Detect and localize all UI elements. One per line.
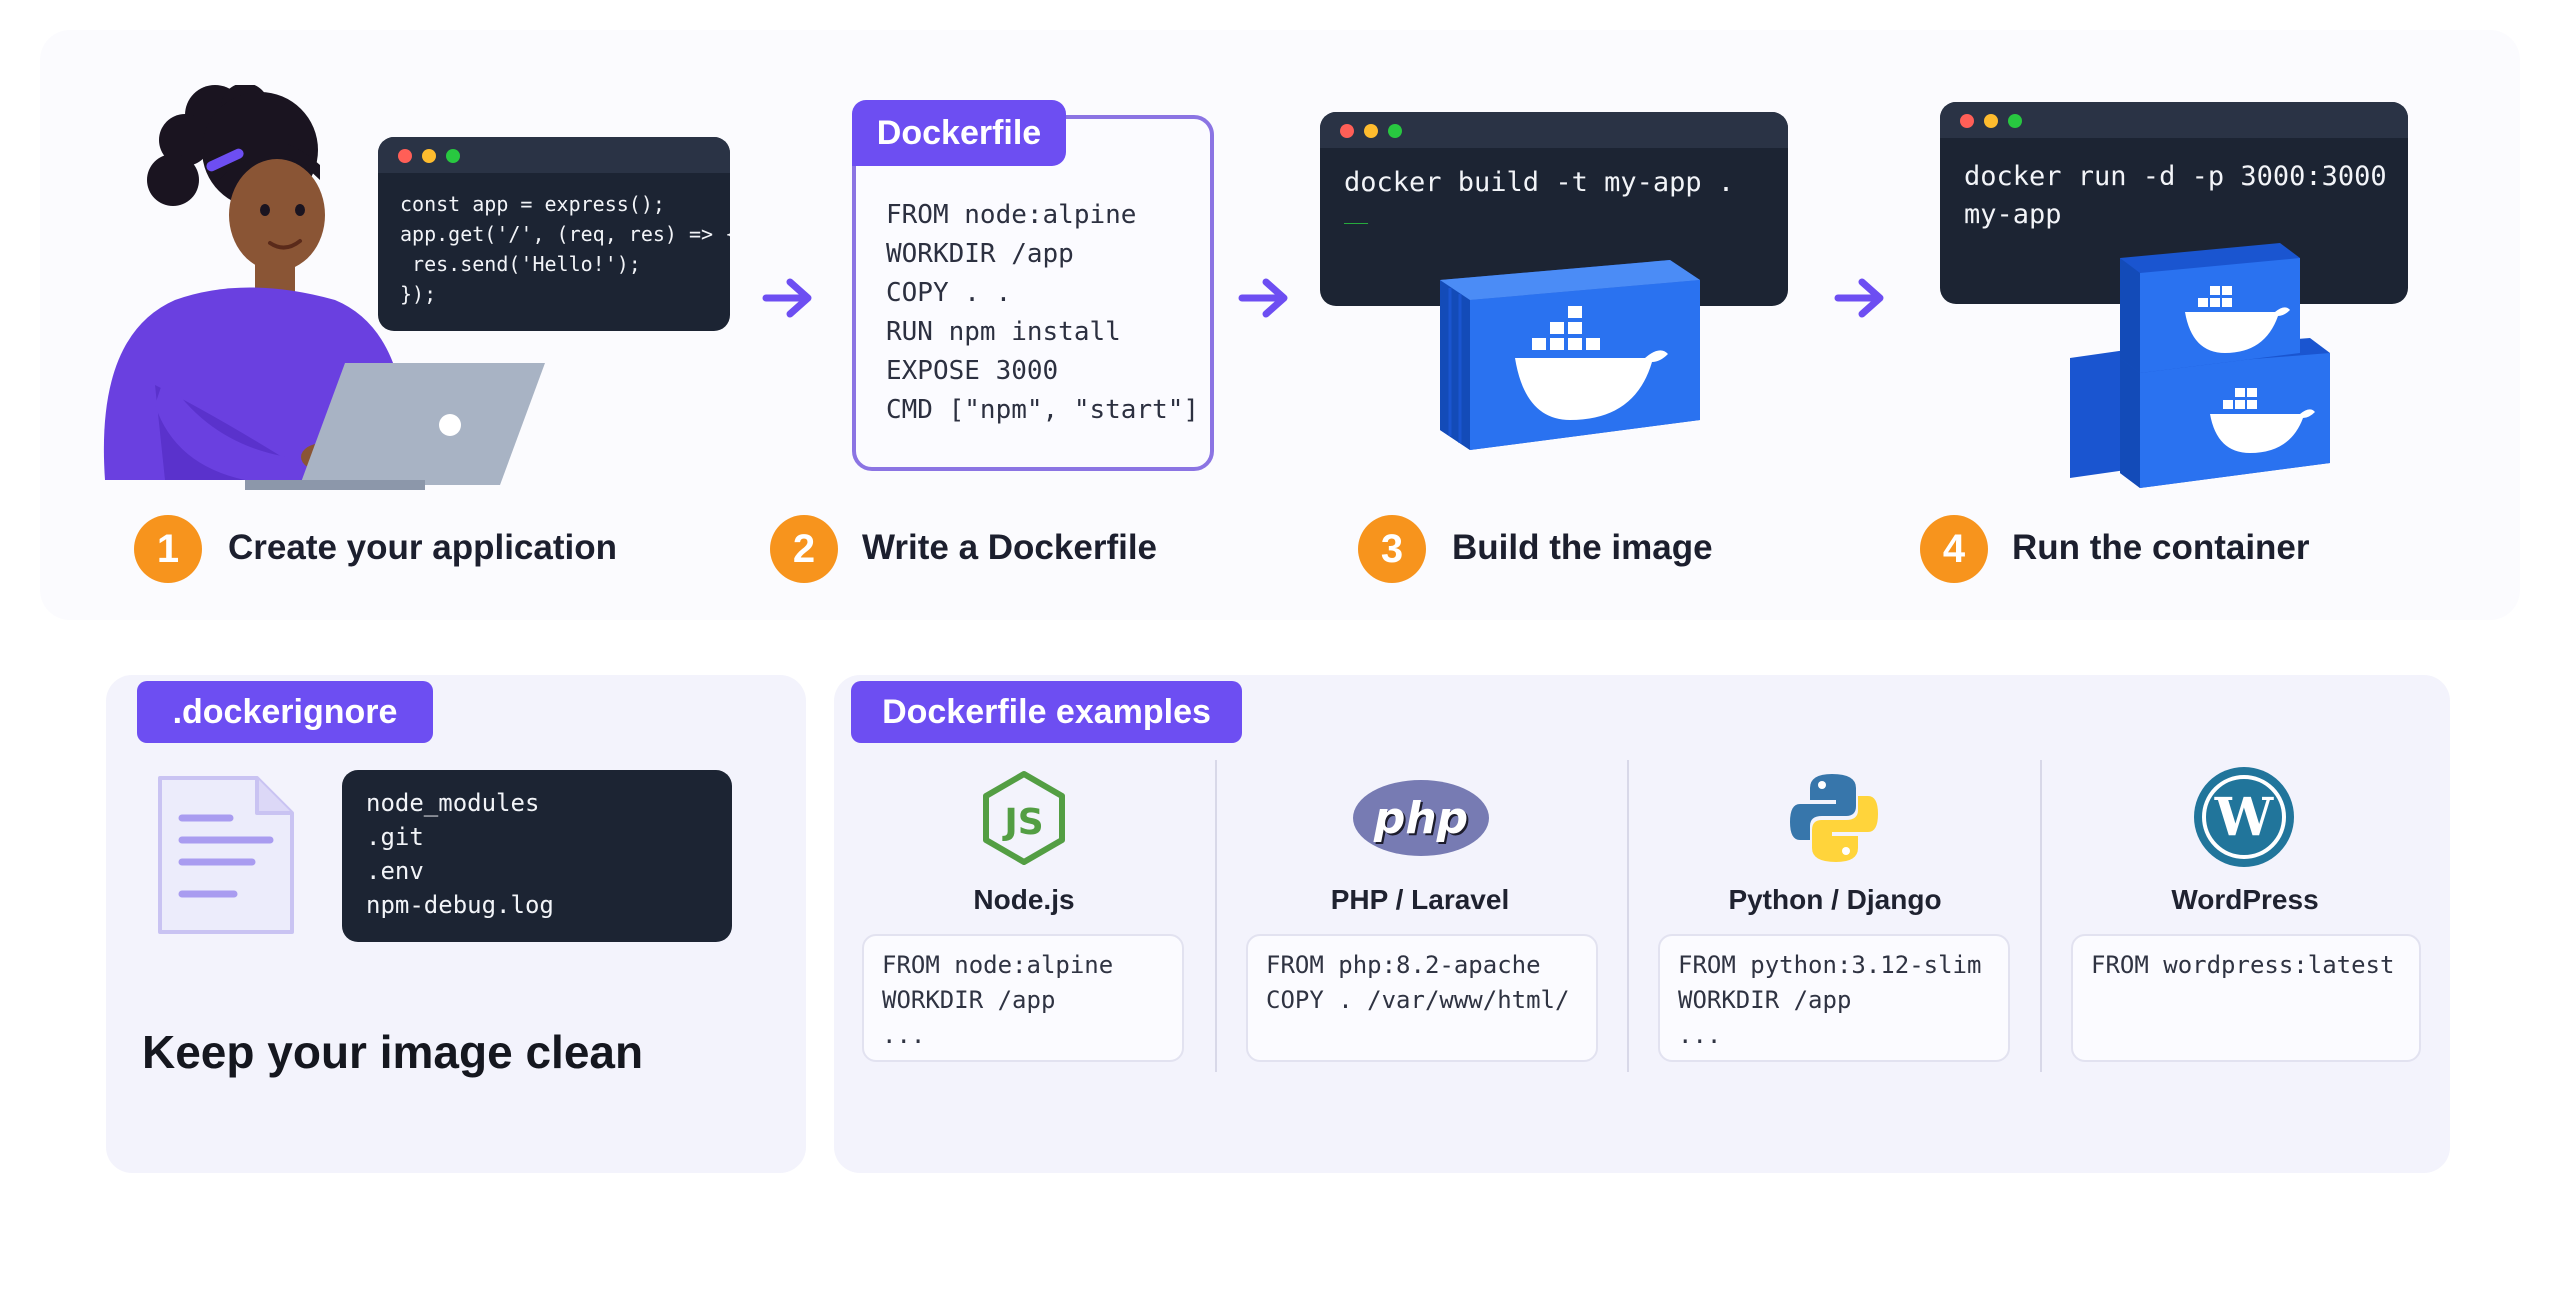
dockerfile-code: FROM node:alpine WORKDIR /app COPY . . R…: [886, 196, 1199, 430]
code-line: RUN npm install: [886, 317, 1121, 347]
code-line: CMD ["npm", "start"]: [886, 395, 1200, 425]
step-label: Write a Dockerfile: [862, 528, 1158, 567]
minimize-dot: [1364, 124, 1378, 138]
code-line: WORKDIR /app: [1678, 986, 1852, 1014]
example-code-box: FROM node:alpine WORKDIR /app ...: [862, 934, 1184, 1062]
code-line: COPY . .: [886, 278, 1012, 308]
dockerfile-tab: Dockerfile: [852, 100, 1066, 166]
code-line: EXPOSE 3000: [886, 356, 1059, 386]
minimize-dot: [1984, 114, 1998, 128]
step-badge: 3: [1358, 515, 1426, 583]
column-divider: [1215, 760, 1217, 1072]
ignore-entry: .git: [366, 823, 424, 851]
maximize-dot: [2008, 114, 2022, 128]
wordpress-logo-text: W: [2214, 786, 2274, 848]
code-line: app.get('/', (req, res) => {: [400, 222, 730, 246]
code-line: COPY . /var/www/html/: [1266, 986, 1570, 1014]
code-line: FROM python:3.12-slim: [1678, 951, 1982, 979]
close-dot: [1340, 124, 1354, 138]
ignore-entry: npm-debug.log: [366, 891, 554, 919]
example-code-box: FROM php:8.2-apache COPY . /var/www/html…: [1246, 934, 1598, 1062]
svg-text:JS: JS: [1001, 802, 1043, 843]
step-label: Build the image: [1452, 528, 1713, 567]
arrow-right-icon: [1238, 278, 1288, 318]
code-line: res.send('Hello!');: [400, 252, 641, 276]
code-line: my-app: [1964, 199, 2062, 230]
example-name: PHP / Laravel: [1330, 884, 1510, 915]
column-divider: [1627, 760, 1629, 1072]
run-command: docker run -d -p 3000:3000 my-app: [1940, 138, 2408, 234]
step-badge: 1: [134, 515, 202, 583]
docker-container-icon: [1440, 260, 1700, 450]
python-logo-icon: [1790, 774, 1878, 862]
column-divider: [2040, 760, 2042, 1072]
wordpress-logo-icon: W: [2194, 767, 2294, 867]
app-code: const app = express(); app.get('/', (req…: [378, 173, 730, 309]
step-badge: 2: [770, 515, 838, 583]
ignore-entry: .env: [366, 857, 424, 885]
example-name: WordPress: [2171, 884, 2319, 915]
step-label: Run the container: [2012, 528, 2310, 567]
dockerignore-entries: node_modules .git .env npm-debug.log: [342, 770, 732, 942]
code-line: const app = express();: [400, 192, 665, 216]
app-code-window: const app = express(); app.get('/', (req…: [378, 137, 730, 331]
close-dot: [398, 149, 412, 163]
code-line: WORKDIR /app: [886, 239, 1074, 269]
window-titlebar: [1320, 112, 1788, 148]
running-containers-icon: [2070, 243, 2330, 488]
examples-panel: [834, 675, 2450, 1173]
dockerignore-tag: .dockerignore: [137, 681, 433, 743]
php-logo-icon: php: [1353, 780, 1489, 856]
example-name: Node.js: [973, 884, 1075, 915]
code-line: docker run -d -p 3000:3000: [1964, 161, 2387, 192]
build-command: docker build -t my-app . __: [1320, 148, 1788, 222]
maximize-dot: [446, 149, 460, 163]
developer-illustration: [103, 85, 545, 490]
step-label: Create your application: [228, 528, 617, 567]
window-titlebar: [1940, 102, 2408, 138]
example-code-box: FROM python:3.12-slim WORKDIR /app ...: [1658, 934, 2010, 1062]
window-titlebar: [378, 137, 730, 173]
file-document-icon: [158, 776, 294, 934]
code-line: });: [400, 282, 437, 306]
minimize-dot: [422, 149, 436, 163]
step-badge: 4: [1920, 515, 1988, 583]
example-name: Python / Django: [1728, 884, 1942, 915]
code-line: FROM node:alpine: [882, 951, 1114, 979]
ignore-entry: node_modules: [366, 789, 540, 817]
arrow-right-icon: [762, 278, 812, 318]
code-line: FROM wordpress:latest: [2091, 951, 2395, 979]
maximize-dot: [1388, 124, 1402, 138]
terminal-cursor: __: [1344, 200, 1369, 224]
dockerignore-caption: Keep your image clean: [142, 1026, 644, 1078]
example-code-box: FROM wordpress:latest: [2071, 934, 2421, 1062]
close-dot: [1960, 114, 1974, 128]
code-line: FROM php:8.2-apache: [1266, 951, 1541, 979]
nodejs-logo-icon: JS: [983, 771, 1065, 865]
code-line: ...: [882, 1021, 926, 1049]
examples-tag: Dockerfile examples: [851, 681, 1242, 743]
code-line: ...: [1678, 1021, 1722, 1049]
code-line: docker build -t my-app .: [1344, 167, 1735, 198]
code-line: WORKDIR /app: [882, 986, 1056, 1014]
arrow-right-icon: [1834, 278, 1884, 318]
php-logo-text: php: [1373, 792, 1469, 844]
code-line: FROM node:alpine: [886, 200, 1137, 230]
